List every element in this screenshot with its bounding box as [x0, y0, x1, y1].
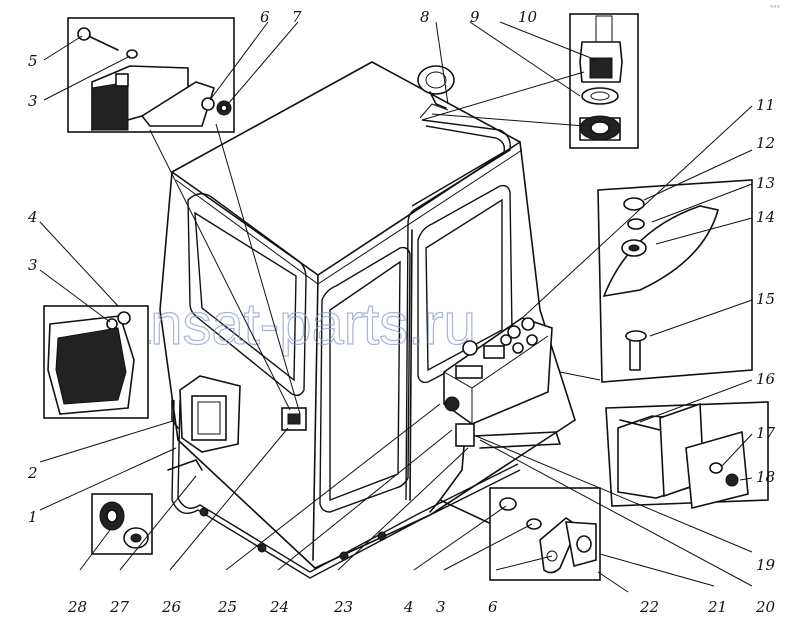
callout-15: 15	[756, 290, 775, 308]
callout-8: 8	[420, 8, 430, 26]
callout-10: 10	[518, 8, 538, 26]
inset-roof-lamp-fastener	[569, 13, 639, 149]
rear-work-lamp	[171, 375, 241, 453]
roof-lamp	[417, 65, 455, 119]
callout-4: 4	[27, 208, 38, 226]
callout-21: 21	[707, 598, 727, 616]
callout-5: 5	[28, 52, 38, 70]
control-panel	[429, 317, 561, 513]
callout-23: 23	[333, 598, 353, 616]
leader-lines	[39, 21, 753, 593]
callout-9: 9	[470, 8, 480, 26]
callout-11: 11	[756, 96, 775, 114]
callout-labels: 5 3 6 7 8 9 10 11 12 13 14 15 16 17 18 1…	[27, 8, 776, 616]
inset-headlamp-mount	[67, 17, 235, 133]
callout-3: 3	[28, 256, 38, 274]
corner-mark: ᵉᵃᵘ	[770, 3, 780, 12]
callout-3: 3	[28, 92, 38, 110]
cab-connector	[281, 407, 307, 431]
callout-18: 18	[756, 468, 775, 486]
callout-17: 17	[756, 424, 776, 442]
callout-24: 24	[269, 598, 289, 616]
callout-28: 28	[67, 598, 87, 616]
inset-side-lamp-mount	[605, 401, 769, 510]
callout-25: 25	[217, 598, 237, 616]
callout-3: 3	[436, 598, 446, 616]
callout-13: 13	[756, 174, 775, 192]
callout-12: 12	[756, 134, 775, 152]
callout-2: 2	[27, 464, 38, 482]
callout-16: 16	[756, 370, 776, 388]
callout-1: 1	[28, 508, 38, 526]
callout-22: 22	[639, 598, 659, 616]
callout-14: 14	[756, 208, 775, 226]
callout-20: 20	[755, 598, 776, 616]
inset-mirror-bracket	[597, 179, 753, 383]
callout-26: 26	[161, 598, 182, 616]
callout-6: 6	[488, 598, 498, 616]
callout-19: 19	[756, 556, 776, 574]
inset-grommet	[91, 493, 153, 555]
watermark-text: ansat-parts.ru	[118, 292, 476, 357]
callout-4: 4	[403, 598, 414, 616]
callout-7: 7	[292, 8, 302, 26]
inset-front-lamp	[43, 305, 149, 419]
inset-wire-clamp	[489, 487, 601, 581]
callout-6: 6	[260, 8, 270, 26]
floor-harness	[167, 399, 521, 579]
callout-27: 27	[109, 598, 130, 616]
